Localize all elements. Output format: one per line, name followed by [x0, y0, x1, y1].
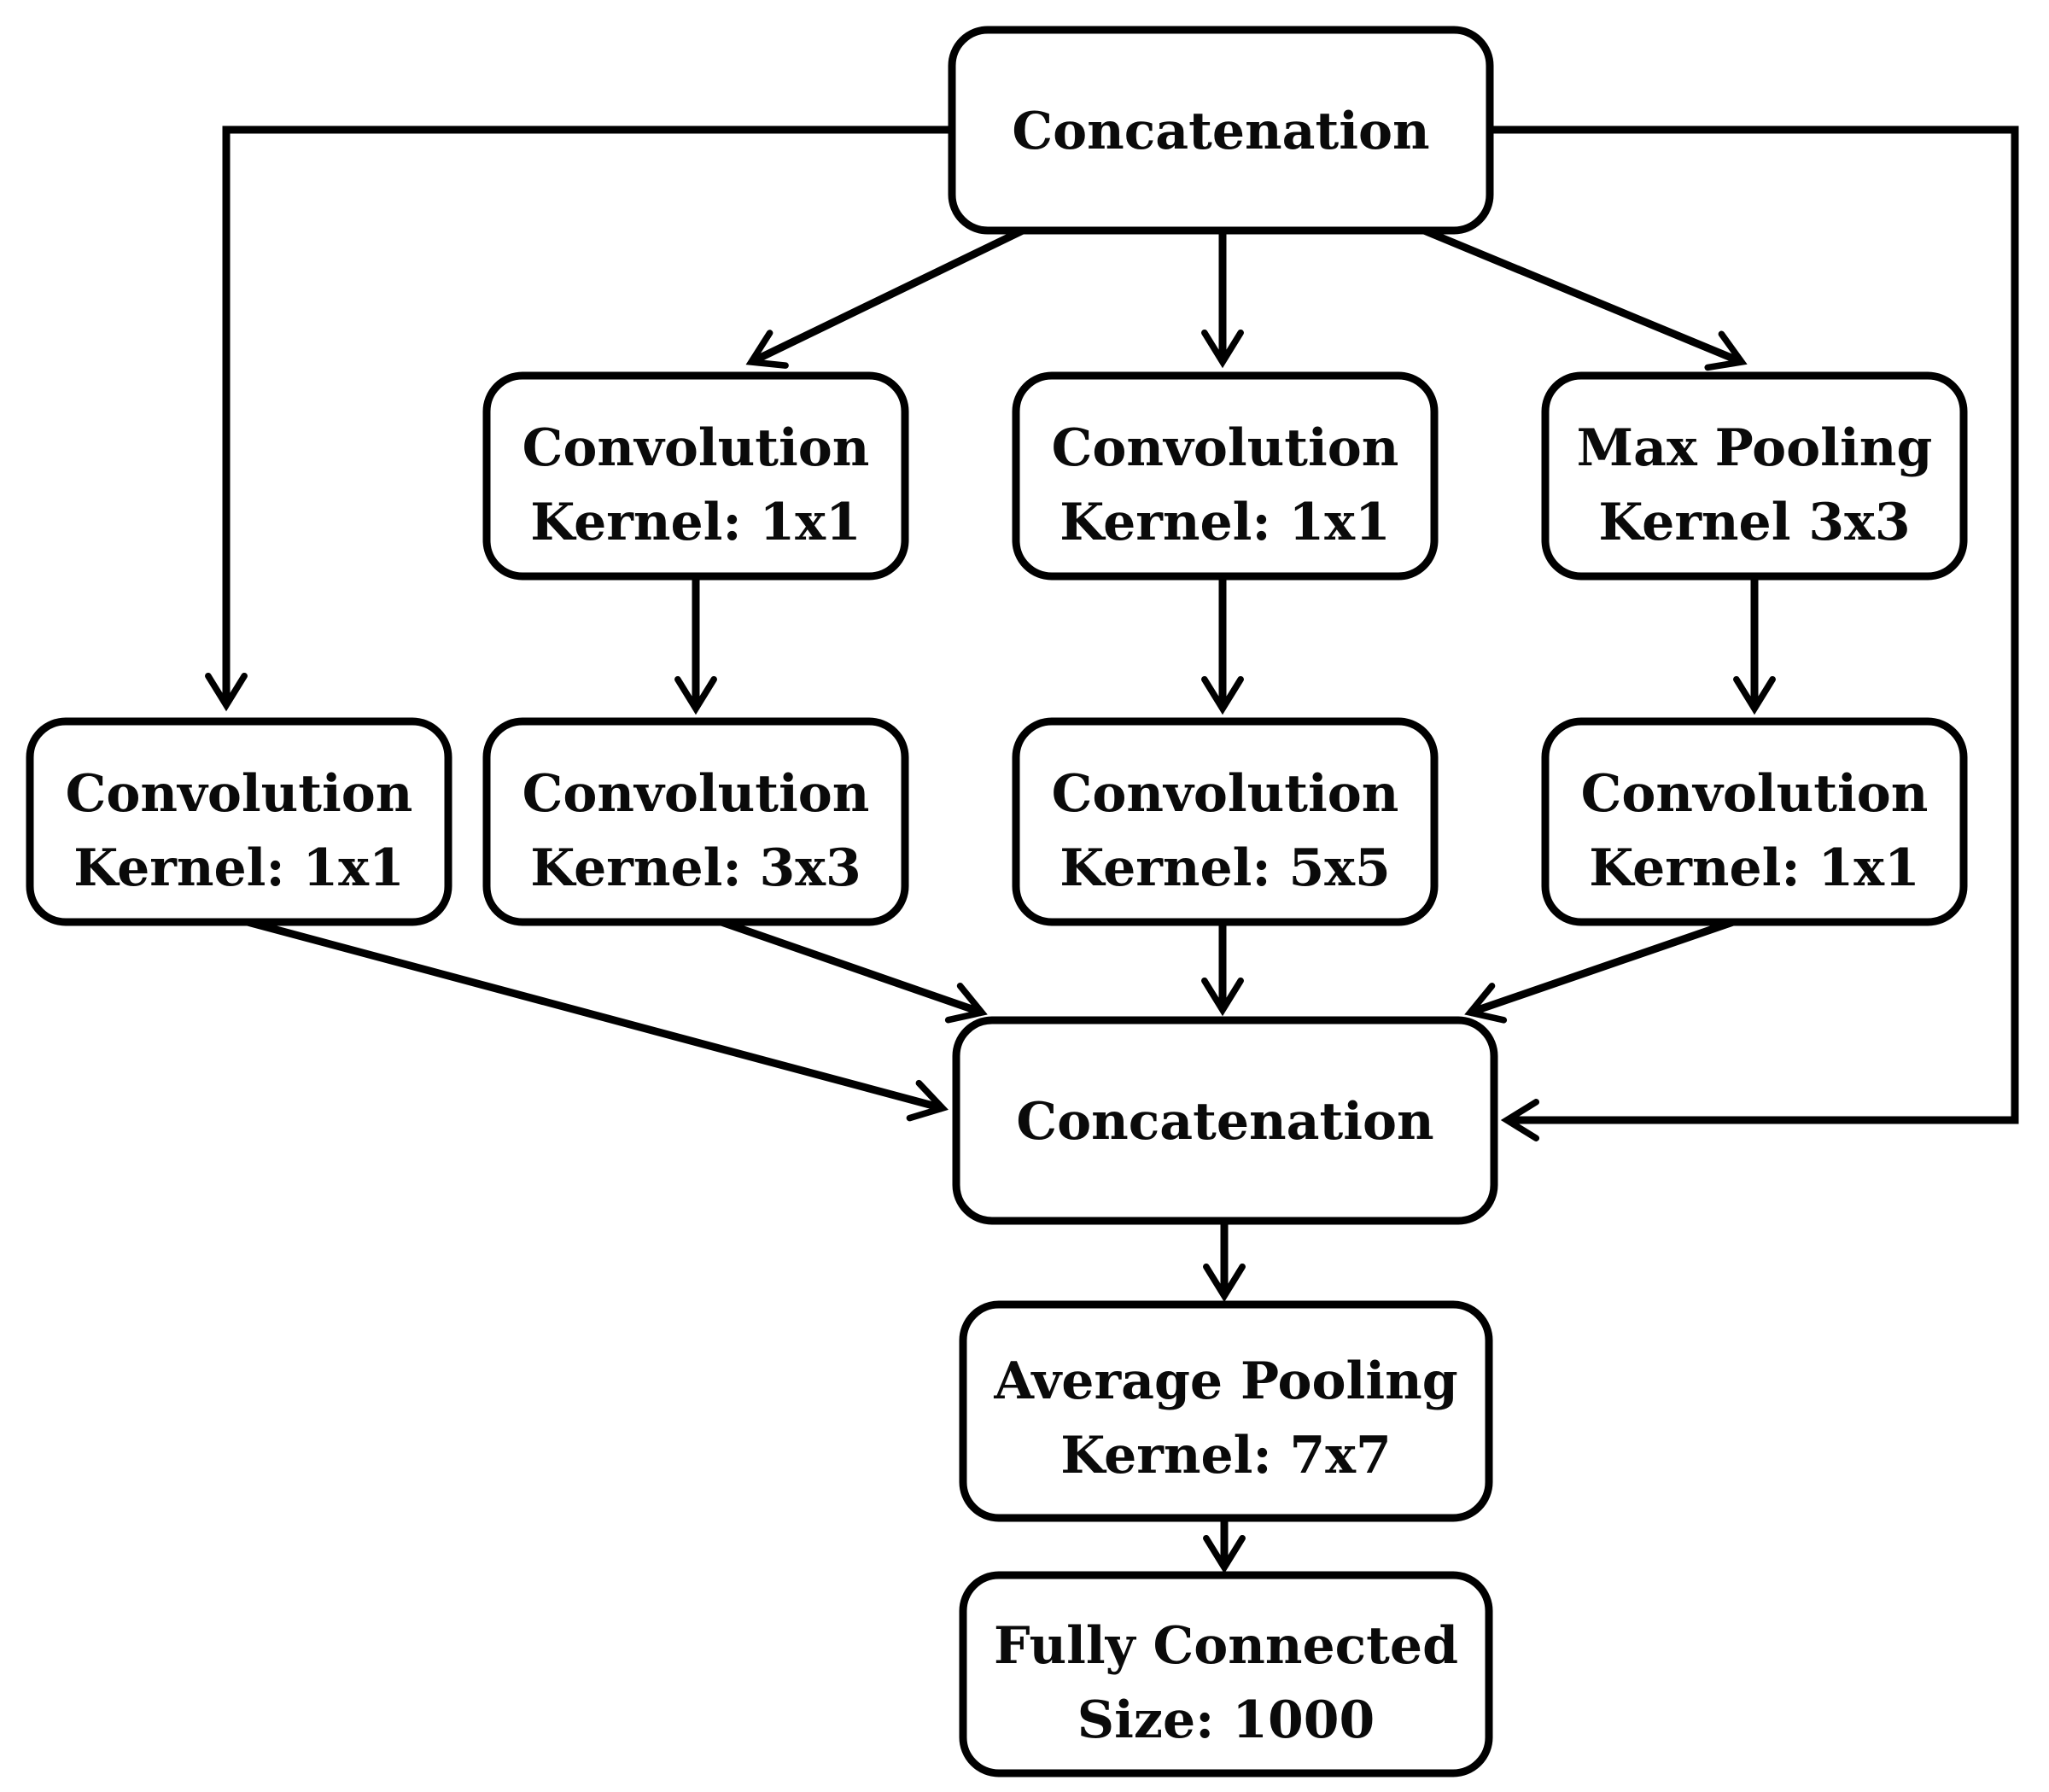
node-sublabel: Kernel: 5x5: [1060, 838, 1391, 898]
node-label: Average Pooling: [993, 1351, 1457, 1411]
node-label: Convolution: [1052, 764, 1399, 824]
node-concatenation-top: Concatenation: [948, 26, 1494, 235]
node-branch4-maxpool: Max Pooling Kernel 3x3: [1541, 371, 1968, 581]
node-branch3-conv5x5: Convolution Kernel: 5x5: [1012, 717, 1439, 926]
node-sublabel: Kernel: 1x1: [1589, 838, 1920, 898]
node-label: Convolution: [522, 418, 870, 478]
node-branch2-conv1x1: Convolution Kernel: 1x1: [482, 371, 909, 581]
node-label: Fully Connected: [994, 1616, 1458, 1676]
node-label: Concatenation: [1012, 102, 1429, 161]
node-fully-connected: Fully Connected Size: 1000: [959, 1571, 1493, 1777]
edge-concat-top-bypass-to-concat-bottom: [1490, 125, 2019, 1141]
node-label: Convolution: [1052, 418, 1399, 478]
node-branch4-conv1x1: Convolution Kernel: 1x1: [1541, 717, 1968, 926]
node-branch3-conv5x5-box: [1012, 717, 1439, 926]
node-branch1-conv1x1: Convolution Kernel: 1x1: [26, 717, 452, 926]
node-concatenation-top-box: [948, 26, 1494, 235]
edge-concat-top-to-branch4-maxpool: [1422, 226, 1748, 371]
node-label: Convolution: [66, 764, 413, 824]
node-sublabel: Size: 1000: [1077, 1690, 1375, 1750]
node-concatenation-bottom-box: [952, 1016, 1498, 1225]
edge-concat-top-to-branch1-conv1x1: [205, 125, 952, 712]
node-label: Convolution: [522, 764, 870, 824]
node-sublabel: Kernel: 7x7: [1060, 1426, 1392, 1486]
node-sublabel: Kernel: 3x3: [530, 838, 861, 898]
node-branch1-conv1x1-box: [26, 717, 452, 926]
node-average-pooling: Average Pooling Kernel: 7x7: [959, 1300, 1493, 1522]
edge-branch2-conv3x3-to-concat-bottom: [720, 918, 988, 1024]
node-branch4-maxpool-box: [1541, 371, 1968, 581]
node-sublabel: Kernel: 1x1: [530, 493, 861, 552]
node-branch2-conv1x1-box: [482, 371, 909, 581]
edge-layer: [205, 125, 2019, 1574]
node-sublabel: Kernel: 1x1: [73, 838, 405, 898]
node-label: Concatenation: [1016, 1092, 1433, 1152]
node-label: Convolution: [1581, 764, 1929, 824]
edge-branch1-conv1x1-to-concat-bottom: [246, 918, 949, 1122]
node-branch3-conv1x1: Convolution Kernel: 1x1: [1012, 371, 1439, 581]
node-average-pooling-box: [959, 1300, 1493, 1522]
node-sublabel: Kernel: 1x1: [1060, 493, 1391, 552]
node-layer: Concatenation Convolution Kernel: 1x1 Co…: [26, 26, 1968, 1777]
node-sublabel: Kernel 3x3: [1598, 493, 1910, 552]
node-label: Max Pooling: [1577, 418, 1933, 478]
node-branch4-conv1x1-box: [1541, 717, 1968, 926]
node-concatenation-bottom: Concatenation: [952, 1016, 1498, 1225]
edge-concat-top-to-branch2-conv1x1: [745, 226, 1024, 369]
node-fully-connected-box: [959, 1571, 1493, 1777]
edge-branch4-conv1x1-to-concat-bottom: [1464, 918, 1735, 1024]
node-branch2-conv3x3-box: [482, 717, 909, 926]
node-branch2-conv3x3: Convolution Kernel: 3x3: [482, 717, 909, 926]
node-branch3-conv1x1-box: [1012, 371, 1439, 581]
